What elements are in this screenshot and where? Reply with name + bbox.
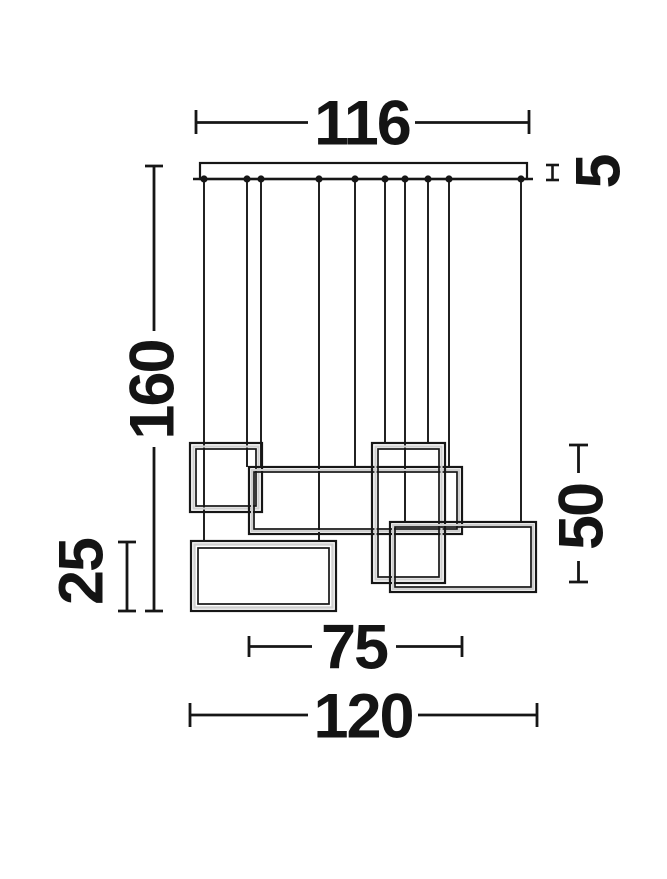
dim-middle-frame-width-line xyxy=(247,636,464,657)
ceiling-bar xyxy=(193,161,533,183)
frame-bottom-left-large xyxy=(189,539,338,613)
dim-label-canopy-width: 116 xyxy=(314,88,412,159)
dim-label-right-frame-height: 50 xyxy=(546,483,617,551)
dim-label-total-drop: 160 xyxy=(117,340,188,440)
dim-label-overall-width: 120 xyxy=(313,681,414,752)
dim-overall-width-line xyxy=(188,703,539,727)
wire-attachment-dots xyxy=(200,175,525,183)
frame-top-left-square xyxy=(188,441,264,514)
frame-middle-wide xyxy=(247,465,464,536)
dim-canopy-width-line xyxy=(194,110,531,134)
suspension-wires xyxy=(203,180,522,541)
dim-label-middle-frame-width: 75 xyxy=(320,612,389,683)
frame-bottom-right-wide xyxy=(388,520,538,594)
dim-right-frame-height-line xyxy=(569,443,588,584)
dim-total-drop-line xyxy=(145,164,163,613)
dim-canopy-height-line xyxy=(546,163,559,182)
dim-label-left-frame-height: 25 xyxy=(46,538,117,606)
dim-left-frame-height-line xyxy=(118,540,136,613)
frame-tall-right xyxy=(370,441,447,585)
dim-label-canopy-height: 5 xyxy=(563,155,634,189)
